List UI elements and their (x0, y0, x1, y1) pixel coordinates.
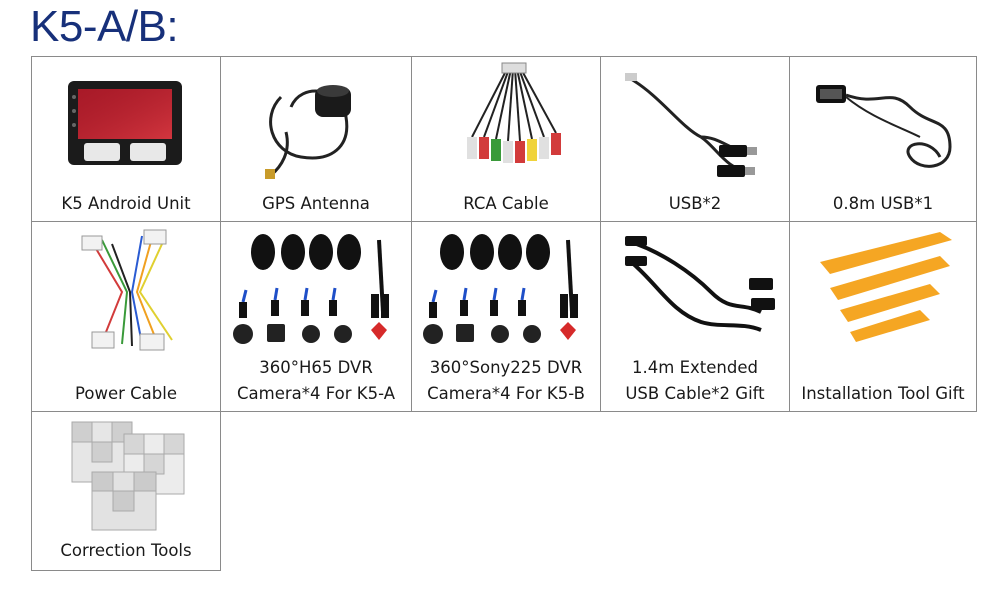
item-label: 0.8m USB*1 (832, 194, 934, 213)
item-h65-camera-kit: 360°H65 DVR Camera*4 For K5-A (220, 221, 412, 412)
item-label: GPS Antenna (262, 194, 370, 213)
item-installation-tools: Installation Tool Gift (789, 221, 977, 412)
power-harness-icon (32, 222, 220, 352)
item-usb-extension: 1.4m Extended USB Cable*2 Gift (600, 221, 790, 412)
item-k5-android-unit: K5 Android Unit (31, 56, 221, 222)
camera-kit-icon (221, 222, 411, 356)
item-label: RCA Cable (463, 194, 549, 213)
item-gps-antenna: GPS Antenna (220, 56, 412, 222)
item-label-line-1: 1.4m Extended (632, 358, 758, 377)
item-rca-cable: RCA Cable (411, 56, 601, 222)
item-label-line-2: Camera*4 For K5-B (427, 384, 585, 403)
item-label: USB*2 (668, 194, 722, 213)
item-label-line-2: USB Cable*2 Gift (625, 384, 765, 403)
item-label: Power Cable (75, 384, 177, 403)
rca-cable-icon (412, 57, 600, 187)
usb-extension-icon (601, 222, 789, 356)
usb-cable-icon (790, 57, 976, 187)
item-sony225-camera-kit: 360°Sony225 DVR Camera*4 For K5-B (411, 221, 601, 412)
android-unit-icon (32, 57, 220, 187)
item-power-cable: Power Cable (31, 221, 221, 412)
item-label: Installation Tool Gift (801, 384, 965, 403)
calibration-mats-icon (32, 412, 220, 538)
item-label-line-1: 360°H65 DVR (259, 358, 373, 377)
item-label: K5 Android Unit (61, 194, 191, 213)
usb-cable-icon (601, 57, 789, 187)
gps-antenna-icon (221, 57, 411, 187)
camera-kit-icon (412, 222, 600, 356)
item-correction-tools: Correction Tools (31, 411, 221, 571)
item-label-line-1: 360°Sony225 DVR (429, 358, 583, 377)
page-title: K5-A/B: (30, 2, 179, 51)
item-label: Correction Tools (60, 541, 192, 560)
item-label-line-2: Camera*4 For K5-A (237, 384, 395, 403)
item-usb-0-8m: 0.8m USB*1 (789, 56, 977, 222)
pry-tools-icon (790, 222, 976, 352)
item-usb-2: USB*2 (600, 56, 790, 222)
